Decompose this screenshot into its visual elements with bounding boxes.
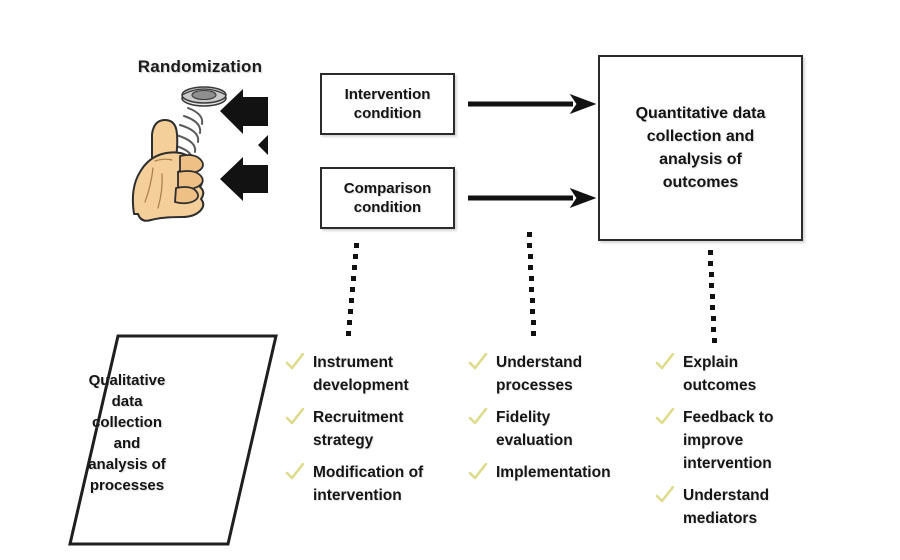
checklist-column-processes: Understand processes Fidelity evaluation… xyxy=(468,352,633,494)
node-qualitative-data[interactable] xyxy=(58,330,288,550)
comparison-line-2: condition xyxy=(353,199,422,216)
list-item-line-2: strategy xyxy=(313,431,374,449)
list-item: Modification of intervention xyxy=(285,462,450,508)
list-item-line-3: intervention xyxy=(683,454,772,472)
check-icon xyxy=(655,485,675,504)
intervention-line-1: Intervention xyxy=(344,85,431,103)
quantitative-line-3: analysis of xyxy=(659,151,742,168)
arrow-intervention-to-quantitative xyxy=(468,93,597,115)
list-item-line-1: Explain xyxy=(683,354,739,371)
list-item: Explain outcomes xyxy=(655,352,835,398)
check-icon xyxy=(468,352,488,371)
list-item-line-1: Fidelity xyxy=(496,408,551,426)
list-item-line-2: intervention xyxy=(313,486,402,504)
node-quantitative-data[interactable]: Quantitative data collection and analysi… xyxy=(598,55,803,241)
list-item-line-1: Feedback to xyxy=(683,408,774,426)
list-item: Understand processes xyxy=(468,352,633,398)
list-item-line-1: Implementation xyxy=(496,463,611,481)
qualitative-line-6: processes xyxy=(89,477,165,494)
list-item: Fidelity evaluation xyxy=(468,407,633,453)
dotted-connector-2 xyxy=(527,232,536,336)
list-item-line-2: mediators xyxy=(683,509,758,527)
check-icon xyxy=(655,352,675,371)
node-intervention-condition[interactable]: Intervention condition xyxy=(320,73,455,135)
list-item-line-1: Recruitment xyxy=(313,408,404,426)
dotted-connector-3 xyxy=(708,250,717,343)
checklist-column-outcomes: Explain outcomes Feedback to improve int… xyxy=(655,352,835,540)
qualitative-line-3: collection xyxy=(91,414,162,431)
parallelogram-shape xyxy=(68,334,278,546)
qualitative-line-4: and xyxy=(113,435,141,452)
randomization-label: Randomization xyxy=(137,57,263,76)
check-icon xyxy=(468,407,488,426)
arrow-comparison-to-quantitative xyxy=(468,187,597,209)
list-item-line-1: Modification of xyxy=(313,463,424,481)
check-icon xyxy=(655,407,675,426)
check-icon xyxy=(285,407,305,426)
check-icon xyxy=(468,462,488,481)
list-item-line-2: evaluation xyxy=(496,431,573,449)
list-item: Understand mediators xyxy=(655,485,835,531)
list-item-line-1: Instrument xyxy=(313,354,394,371)
qualitative-line-5: analysis of xyxy=(88,456,166,473)
qualitative-line-1: Qualitative xyxy=(88,372,166,389)
comparison-line-1: Comparison xyxy=(343,179,432,197)
qualitative-label: Qualitative data collection and analysis… xyxy=(62,370,192,496)
list-item-line-1: Understand xyxy=(496,354,583,371)
node-comparison-condition[interactable]: Comparison condition xyxy=(320,167,455,229)
list-item-line-2: processes xyxy=(496,376,573,394)
list-item-line-2: improve xyxy=(683,431,744,449)
qualitative-line-2: data xyxy=(111,393,143,410)
list-item-line-1: Understand xyxy=(683,486,770,504)
quantitative-line-1: Quantitative data xyxy=(635,104,766,122)
list-item: Instrument development xyxy=(285,352,450,398)
quantitative-line-2: collection and xyxy=(646,127,755,145)
checklist-column-instrument: Instrument development Recruitment strat… xyxy=(285,352,450,517)
list-item-line-2: outcomes xyxy=(683,376,757,394)
list-item-line-2: development xyxy=(313,376,409,394)
intervention-line-2: condition xyxy=(353,105,422,122)
hand-flipping-coin-icon xyxy=(118,82,248,227)
list-item: Recruitment strategy xyxy=(285,407,450,453)
check-icon xyxy=(285,462,305,481)
list-item: Feedback to improve intervention xyxy=(655,407,835,476)
list-item: Implementation xyxy=(468,462,633,485)
check-icon xyxy=(285,352,305,371)
quantitative-line-4: outcomes xyxy=(662,174,739,192)
dotted-connector-1 xyxy=(346,243,359,336)
